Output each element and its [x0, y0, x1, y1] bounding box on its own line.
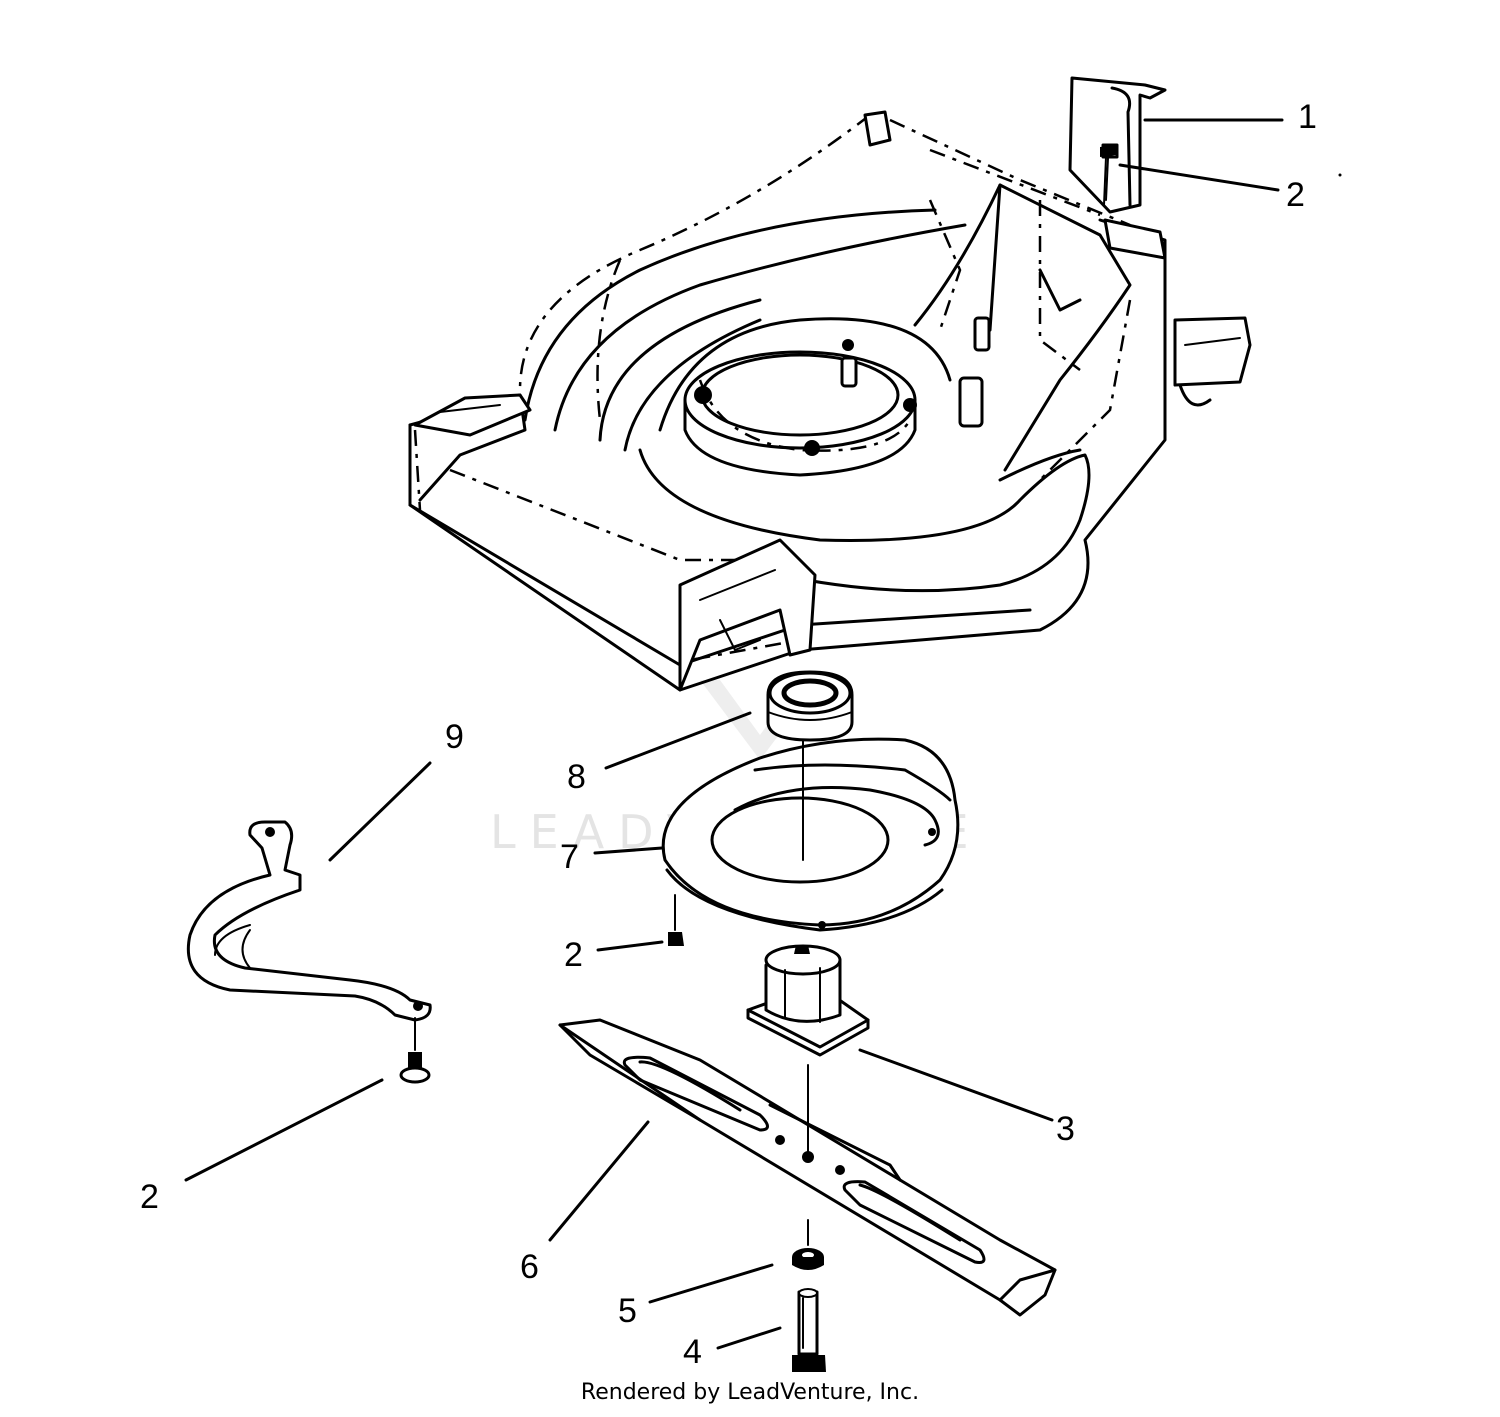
part-2-screw-lower	[399, 1017, 431, 1084]
leader-2-middle	[596, 940, 664, 952]
callout-3: 3	[1056, 1110, 1075, 1148]
callout-6: 6	[520, 1248, 539, 1286]
leader-4	[716, 1326, 782, 1350]
leader-8	[604, 711, 752, 770]
leader-2-upper	[1118, 163, 1280, 192]
callout-labels: 1 2 2 2 3 4 5 6 7 8 9	[140, 98, 1317, 1371]
part-8-bearing	[766, 670, 854, 742]
callout-7: 7	[560, 838, 579, 876]
part-7-baffle	[661, 737, 960, 932]
part-3-adapter	[746, 944, 870, 1057]
assembly-axis-lines	[802, 739, 809, 1246]
footer-credit: Rendered by LeadVenture, Inc.	[580, 1380, 920, 1405]
leader-7	[593, 846, 664, 855]
callout-4: 4	[683, 1333, 702, 1371]
callout-9: 9	[445, 718, 464, 756]
part-2-screw-upper	[1100, 145, 1116, 206]
callout-2-upper: 2	[1286, 176, 1305, 214]
callout-2-middle: 2	[564, 936, 583, 974]
leader-lines	[184, 118, 1342, 1350]
mower-deck-housing	[408, 110, 1252, 692]
part-4-bolt	[792, 1288, 826, 1372]
part-9-bracket	[186, 820, 432, 1022]
callout-5: 5	[618, 1292, 637, 1330]
part-6-blade	[558, 1018, 1057, 1317]
callout-1: 1	[1298, 98, 1317, 136]
leader-3	[858, 1048, 1054, 1122]
part-1-bracket	[1068, 76, 1167, 214]
callout-8: 8	[567, 758, 586, 796]
callout-2-lower: 2	[140, 1178, 159, 1216]
leader-6	[548, 1120, 650, 1242]
leader-2-lower	[184, 1078, 384, 1182]
part-5-washer	[792, 1248, 824, 1270]
leader-5	[648, 1263, 774, 1304]
leader-9	[328, 761, 432, 862]
part-2-screw-middle	[668, 894, 684, 946]
